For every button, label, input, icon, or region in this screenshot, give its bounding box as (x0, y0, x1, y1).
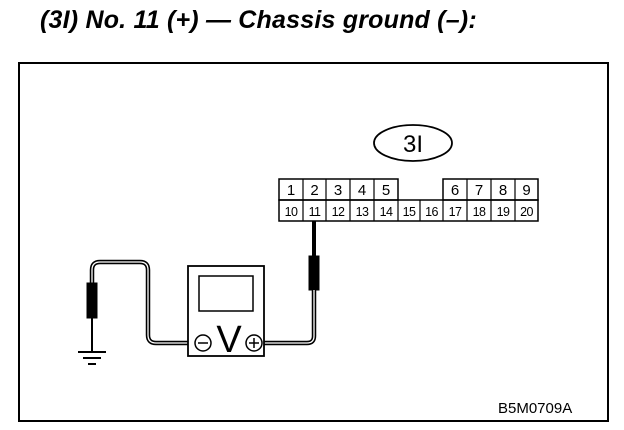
voltmeter-display (198, 275, 254, 312)
pin-label: 18 (473, 205, 486, 219)
pin-label: 12 (332, 205, 345, 219)
voltmeter-symbol: V (216, 319, 242, 361)
diagram-frame (18, 62, 609, 422)
connector (278, 178, 539, 222)
pin-label: 10 (285, 205, 298, 219)
pin-label: 2 (310, 182, 318, 199)
positive-lead (264, 221, 320, 346)
pin-label: 15 (403, 205, 416, 219)
pin-label: 20 (520, 205, 533, 219)
pin-label: 3 (334, 182, 342, 199)
probe-icon (86, 282, 98, 319)
pin-label: 13 (356, 205, 369, 219)
pin-label: 4 (358, 182, 366, 199)
pin-label: 7 (475, 182, 483, 199)
pin-label: 14 (380, 205, 393, 219)
negative-lead (86, 259, 188, 351)
ground-symbol-icon (78, 351, 106, 365)
pin-label: 17 (449, 205, 462, 219)
pin-label: 11 (309, 205, 321, 219)
connector-label: 3I (403, 131, 423, 158)
connector-label-ellipse (373, 124, 453, 162)
pin-label: 19 (497, 205, 510, 219)
pin-label: 8 (499, 182, 507, 199)
pin-label: 1 (287, 182, 295, 199)
voltmeter: V (187, 265, 265, 361)
pin-label: 5 (382, 182, 390, 199)
pin-label: 6 (451, 182, 459, 199)
pin-label: 16 (425, 205, 438, 219)
probe-icon (308, 255, 320, 291)
page-title: (3I) No. 11 (+) — Chassis ground (–): (40, 6, 477, 34)
pin-label: 9 (522, 182, 530, 199)
figure-code: B5M0709A (498, 400, 573, 417)
